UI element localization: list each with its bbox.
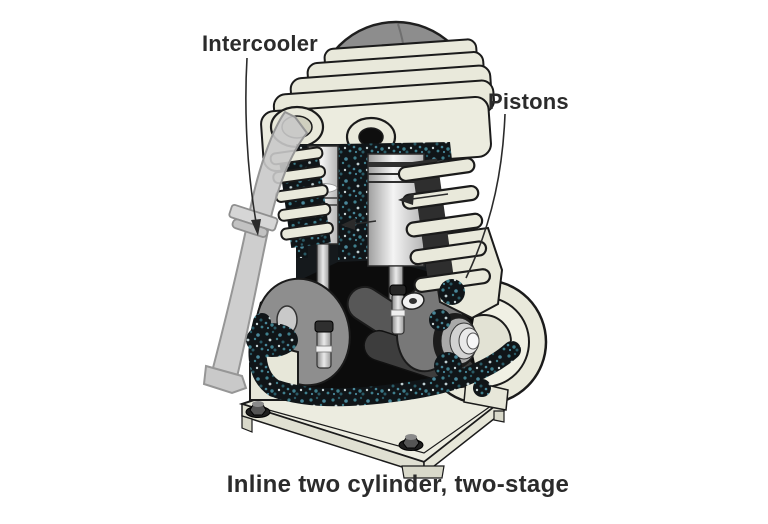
rod-bolt-left (314, 320, 334, 369)
base-foot (241, 415, 253, 433)
rim-speckle-blob (429, 309, 451, 331)
pistons-leader-line (465, 113, 506, 279)
section-cut-rim (246, 279, 521, 407)
fin-plate (401, 184, 480, 210)
left-cylinder-fins (269, 146, 334, 249)
rim-speckle-blob (439, 279, 465, 305)
intercooler-arrowhead (251, 219, 261, 236)
base-hex-bolt (245, 401, 271, 418)
rim-speckle-band (248, 313, 521, 407)
piston-arrowhead-right (398, 193, 414, 205)
figure-caption: Inline two cylinder, two-stage (227, 471, 569, 498)
hub-tip (466, 332, 480, 350)
piston-arrow-tail (353, 220, 377, 225)
fin-plate (397, 157, 476, 183)
pistons-label: Pistons (488, 89, 569, 114)
tube-fitting (228, 204, 279, 238)
base-hex-bolt (398, 434, 424, 451)
fin-plate (405, 212, 484, 238)
rim-speckle-blob (246, 323, 298, 357)
intercooler-label: Intercooler (202, 31, 318, 56)
intercooler-leader-line (245, 57, 257, 223)
intercooler-tube (202, 111, 308, 395)
section-cut-center (338, 142, 452, 260)
piston-arrow-tail (411, 193, 449, 200)
tube-foot (202, 364, 248, 395)
annotations: Intercooler Pistons (202, 31, 569, 279)
fin-plate (409, 240, 488, 266)
piston-ring (368, 162, 424, 167)
base-chamfer-line (257, 400, 499, 454)
base-foot (493, 410, 505, 423)
fin-plate (277, 202, 332, 222)
rim-speckle-blob (434, 352, 462, 380)
piston-arrowhead-left (341, 218, 356, 230)
rod-bolt-right (389, 284, 407, 335)
base-foot (401, 465, 445, 479)
fin-plate (280, 221, 334, 241)
rim-speckle-blob (473, 379, 491, 397)
wrist-pin-center (409, 298, 417, 304)
